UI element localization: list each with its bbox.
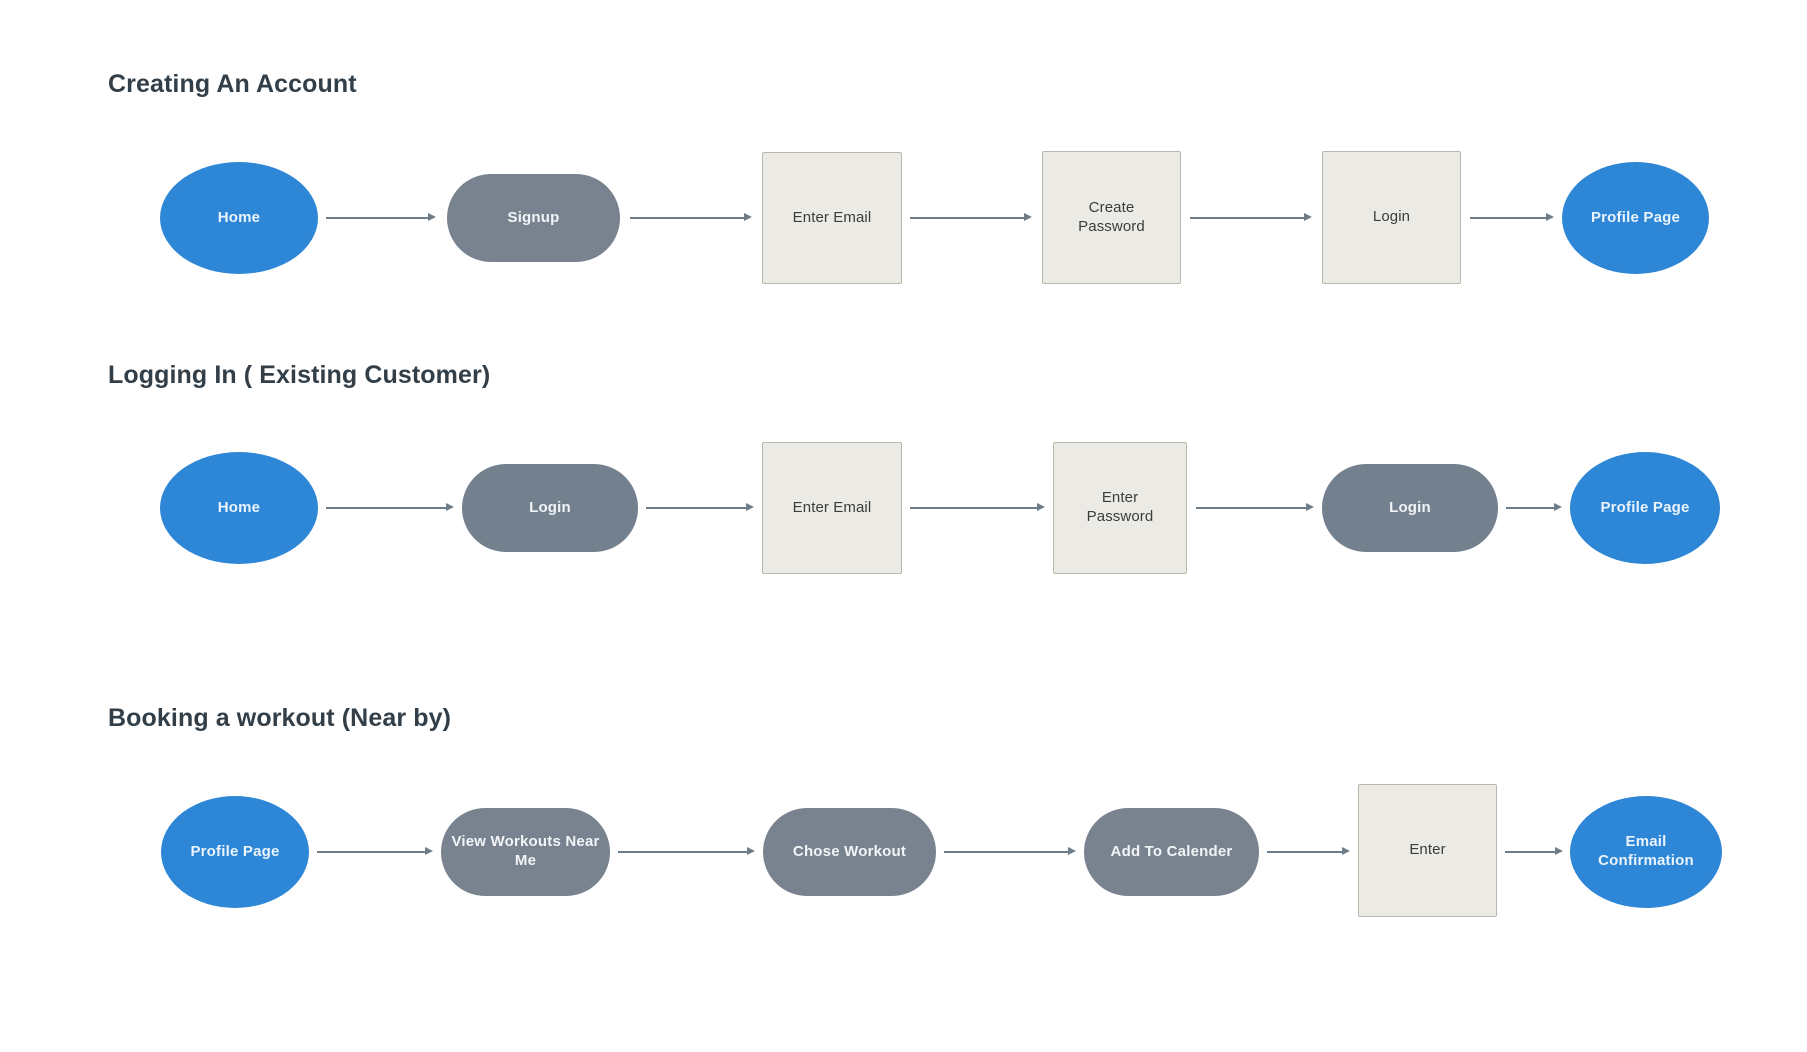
flow-node-label: Chose Workout (792, 842, 907, 860)
connector-line (646, 507, 747, 509)
arrow-connector (1506, 502, 1562, 514)
flow-node-pill[interactable]: Login (1322, 464, 1498, 552)
arrow-connector (1196, 502, 1314, 514)
arrow-connector (1470, 212, 1554, 224)
flow-node-label: Enter Password (1086, 489, 1154, 525)
arrowhead-icon (425, 847, 433, 855)
flow-node-ellipse[interactable]: Profile Page (1570, 452, 1720, 564)
arrowhead-icon (1546, 213, 1554, 221)
connector-line (944, 851, 1069, 853)
connector-line (326, 217, 429, 219)
connector-line (326, 507, 447, 509)
flow-node-label: Home (217, 208, 261, 226)
flow-node-label: View Workouts Near Me (451, 833, 600, 869)
arrowhead-icon (746, 503, 754, 511)
flow-node-label: Login (529, 498, 571, 516)
flow-node-rect[interactable]: Login (1322, 151, 1461, 284)
connector-line (910, 217, 1025, 219)
connector-line (1196, 507, 1307, 509)
flow-node-label: Email Confirmation (1598, 833, 1694, 869)
connector-line (910, 507, 1038, 509)
arrow-connector (1190, 212, 1312, 224)
connector-line (1470, 217, 1547, 219)
connector-line (1505, 851, 1556, 853)
flow-node-ellipse[interactable]: Home (160, 162, 318, 274)
flow-node-rect[interactable]: Enter Password (1053, 442, 1187, 574)
flow-node-rect[interactable]: Enter (1358, 784, 1497, 917)
flow-node-rect[interactable]: Enter Email (762, 152, 902, 284)
flow-node-label: Enter Email (792, 208, 872, 226)
arrowhead-icon (744, 213, 752, 221)
flow-row-2: Home Login Enter Email Enter Password Login P… (0, 430, 1807, 590)
flow-node-pill[interactable]: View Workouts Near Me (441, 808, 610, 896)
arrowhead-icon (1306, 503, 1314, 511)
arrow-connector (326, 502, 454, 514)
arrowhead-icon (1555, 847, 1563, 855)
arrow-connector (910, 502, 1045, 514)
connector-line (1190, 217, 1305, 219)
arrowhead-icon (1554, 503, 1562, 511)
flow-node-label: Add To Calender (1110, 842, 1233, 860)
arrowhead-icon (1068, 847, 1076, 855)
flow-node-label: Profile Page (1600, 498, 1690, 516)
flow-node-label: Profile Page (190, 842, 280, 860)
flow-node-ellipse[interactable]: Home (160, 452, 318, 564)
flow-node-label: Enter (1409, 841, 1446, 859)
section-title-3: Booking a workout (Near by) (108, 704, 452, 732)
arrowhead-icon (1304, 213, 1312, 221)
flow-node-label: Signup (507, 208, 560, 226)
flow-node-rect[interactable]: Enter Email (762, 442, 902, 574)
flow-node-label: Create Password (1078, 198, 1145, 235)
arrowhead-icon (1024, 213, 1032, 221)
connector-line (630, 217, 745, 219)
arrowhead-icon (1037, 503, 1045, 511)
arrowhead-icon (1342, 847, 1350, 855)
flow-node-label: Home (217, 498, 261, 516)
connector-line (317, 851, 426, 853)
section-title-2: Logging In ( Existing Customer) (108, 361, 491, 389)
arrow-connector (326, 212, 436, 224)
arrowhead-icon (747, 847, 755, 855)
arrowhead-icon (446, 503, 454, 511)
flow-node-pill[interactable]: Add To Calender (1084, 808, 1259, 896)
flow-node-pill[interactable]: Signup (447, 174, 620, 262)
arrow-connector (618, 846, 755, 858)
arrow-connector (646, 502, 754, 514)
arrow-connector (944, 846, 1076, 858)
flow-node-rect[interactable]: Create Password (1042, 151, 1181, 284)
flow-row-1: Home Signup Enter Email Create Password Logi… (0, 140, 1807, 300)
connector-line (618, 851, 748, 853)
flow-node-pill[interactable]: Chose Workout (763, 808, 936, 896)
flow-node-ellipse[interactable]: Email Confirmation (1570, 796, 1722, 908)
flow-node-ellipse[interactable]: Profile Page (1562, 162, 1709, 274)
arrowhead-icon (428, 213, 436, 221)
connector-line (1506, 507, 1555, 509)
flow-node-pill[interactable]: Login (462, 464, 638, 552)
flow-node-label: Profile Page (1590, 208, 1681, 226)
arrow-connector (630, 212, 752, 224)
arrow-connector (1267, 846, 1350, 858)
arrow-connector (910, 212, 1032, 224)
arrow-connector (1505, 846, 1563, 858)
flow-node-ellipse[interactable]: Profile Page (161, 796, 309, 908)
connector-line (1267, 851, 1343, 853)
flow-node-label: Login (1372, 208, 1411, 226)
section-title-1: Creating An Account (108, 70, 357, 98)
arrow-connector (317, 846, 433, 858)
flow-node-label: Enter Email (792, 498, 872, 516)
flow-node-label: Login (1389, 498, 1431, 516)
flow-row-3: Profile Page View Workouts Near Me Chose W… (0, 774, 1807, 934)
